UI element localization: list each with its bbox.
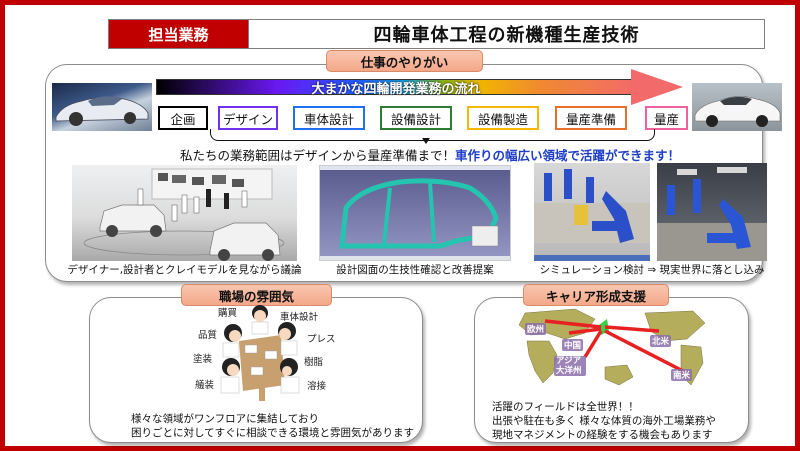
role-assembly: 艤装	[195, 380, 215, 391]
scope-text: 私たちの業務範囲はデザインから量産準備まで！	[179, 148, 455, 163]
cad-caption: 設計図面の生技性確認と改善提案	[336, 264, 494, 276]
role-resin: 樹脂	[304, 357, 324, 368]
development-flow-arrow: 大まかな四輪開発業務の流れ	[156, 69, 683, 105]
role-welding: 溶接	[307, 381, 327, 392]
role-purchasing: 購買	[218, 308, 238, 319]
stage-equipment-design: 設備設計	[380, 106, 452, 130]
role-body-design: 車体設計	[280, 312, 319, 323]
car-sketch-image	[52, 83, 152, 131]
stage-design: デザイン	[218, 106, 278, 130]
world-map-illustration	[505, 305, 745, 391]
region-south-america: 南米	[671, 369, 693, 381]
role-painting: 塗装	[193, 354, 213, 365]
flow-label: 大まかな四輪開発業務の流れ	[311, 81, 481, 97]
region-north-america: 北米	[650, 335, 672, 347]
robot-real-photo	[657, 163, 767, 261]
white-sedan-image	[692, 83, 782, 131]
workplace-note-line2: 困りごとに対してすぐに相談できる環境と雰囲気があります	[131, 427, 414, 439]
region-china: 中国	[562, 339, 584, 351]
stage-mass-production: 量産	[645, 106, 688, 130]
header-title: 四輪車体工程の新機種生産技術	[373, 25, 640, 46]
cad-screen-photo	[319, 165, 511, 261]
robot-simulation-photo	[534, 163, 650, 261]
region-asia-oceania: アジア大洋州	[554, 356, 586, 376]
simulation-caption: シミュレーション検討 ⇒ 現実世界に落とし込み	[539, 264, 765, 276]
scope-brace	[210, 129, 655, 141]
meeting-illustration	[215, 305, 305, 401]
stage-mass-production-prep: 量産準備	[555, 106, 627, 130]
scope-brace-tip	[422, 138, 430, 144]
scope-statement: 私たちの業務範囲はデザインから量産準備まで！車作りの幅広い領域で活躍ができます！	[145, 145, 715, 164]
workplace-pill: 職場の雰囲気	[181, 284, 332, 306]
workplace-note-line1: 様々な領域がワンフロアに集結しており	[131, 413, 320, 425]
stage-body-design: 車体設計	[293, 106, 365, 130]
clay-model-photo	[72, 165, 297, 261]
scope-highlight: 車作りの幅広い領域で活躍ができます！	[455, 148, 681, 163]
header-tag: 担当業務	[109, 20, 249, 48]
role-quality: 品質	[198, 330, 218, 341]
role-press: プレス	[307, 334, 336, 345]
workplace-panel	[89, 297, 423, 443]
stage-planning: 企画	[158, 106, 208, 130]
region-europe: 欧州	[525, 323, 547, 335]
clay-caption: デザイナー,設計者とクレイモデルを見ながら議論	[67, 264, 302, 276]
work-pill: 仕事のやりがい	[326, 50, 483, 72]
career-note-line3: 現地マネジメントの経験をする機会もあります	[492, 429, 713, 441]
career-note-line1: 活躍のフィールドは全世界！！	[492, 401, 639, 413]
header-bar: 担当業務 四輪車体工程の新機種生産技術	[108, 19, 765, 49]
career-pill: キャリア形成支援	[523, 284, 669, 306]
career-note-line2: 出張や駐在も多く 様々な体質の海外工場業務や	[492, 415, 716, 427]
stage-equipment-manufacturing: 設備製造	[467, 106, 539, 130]
